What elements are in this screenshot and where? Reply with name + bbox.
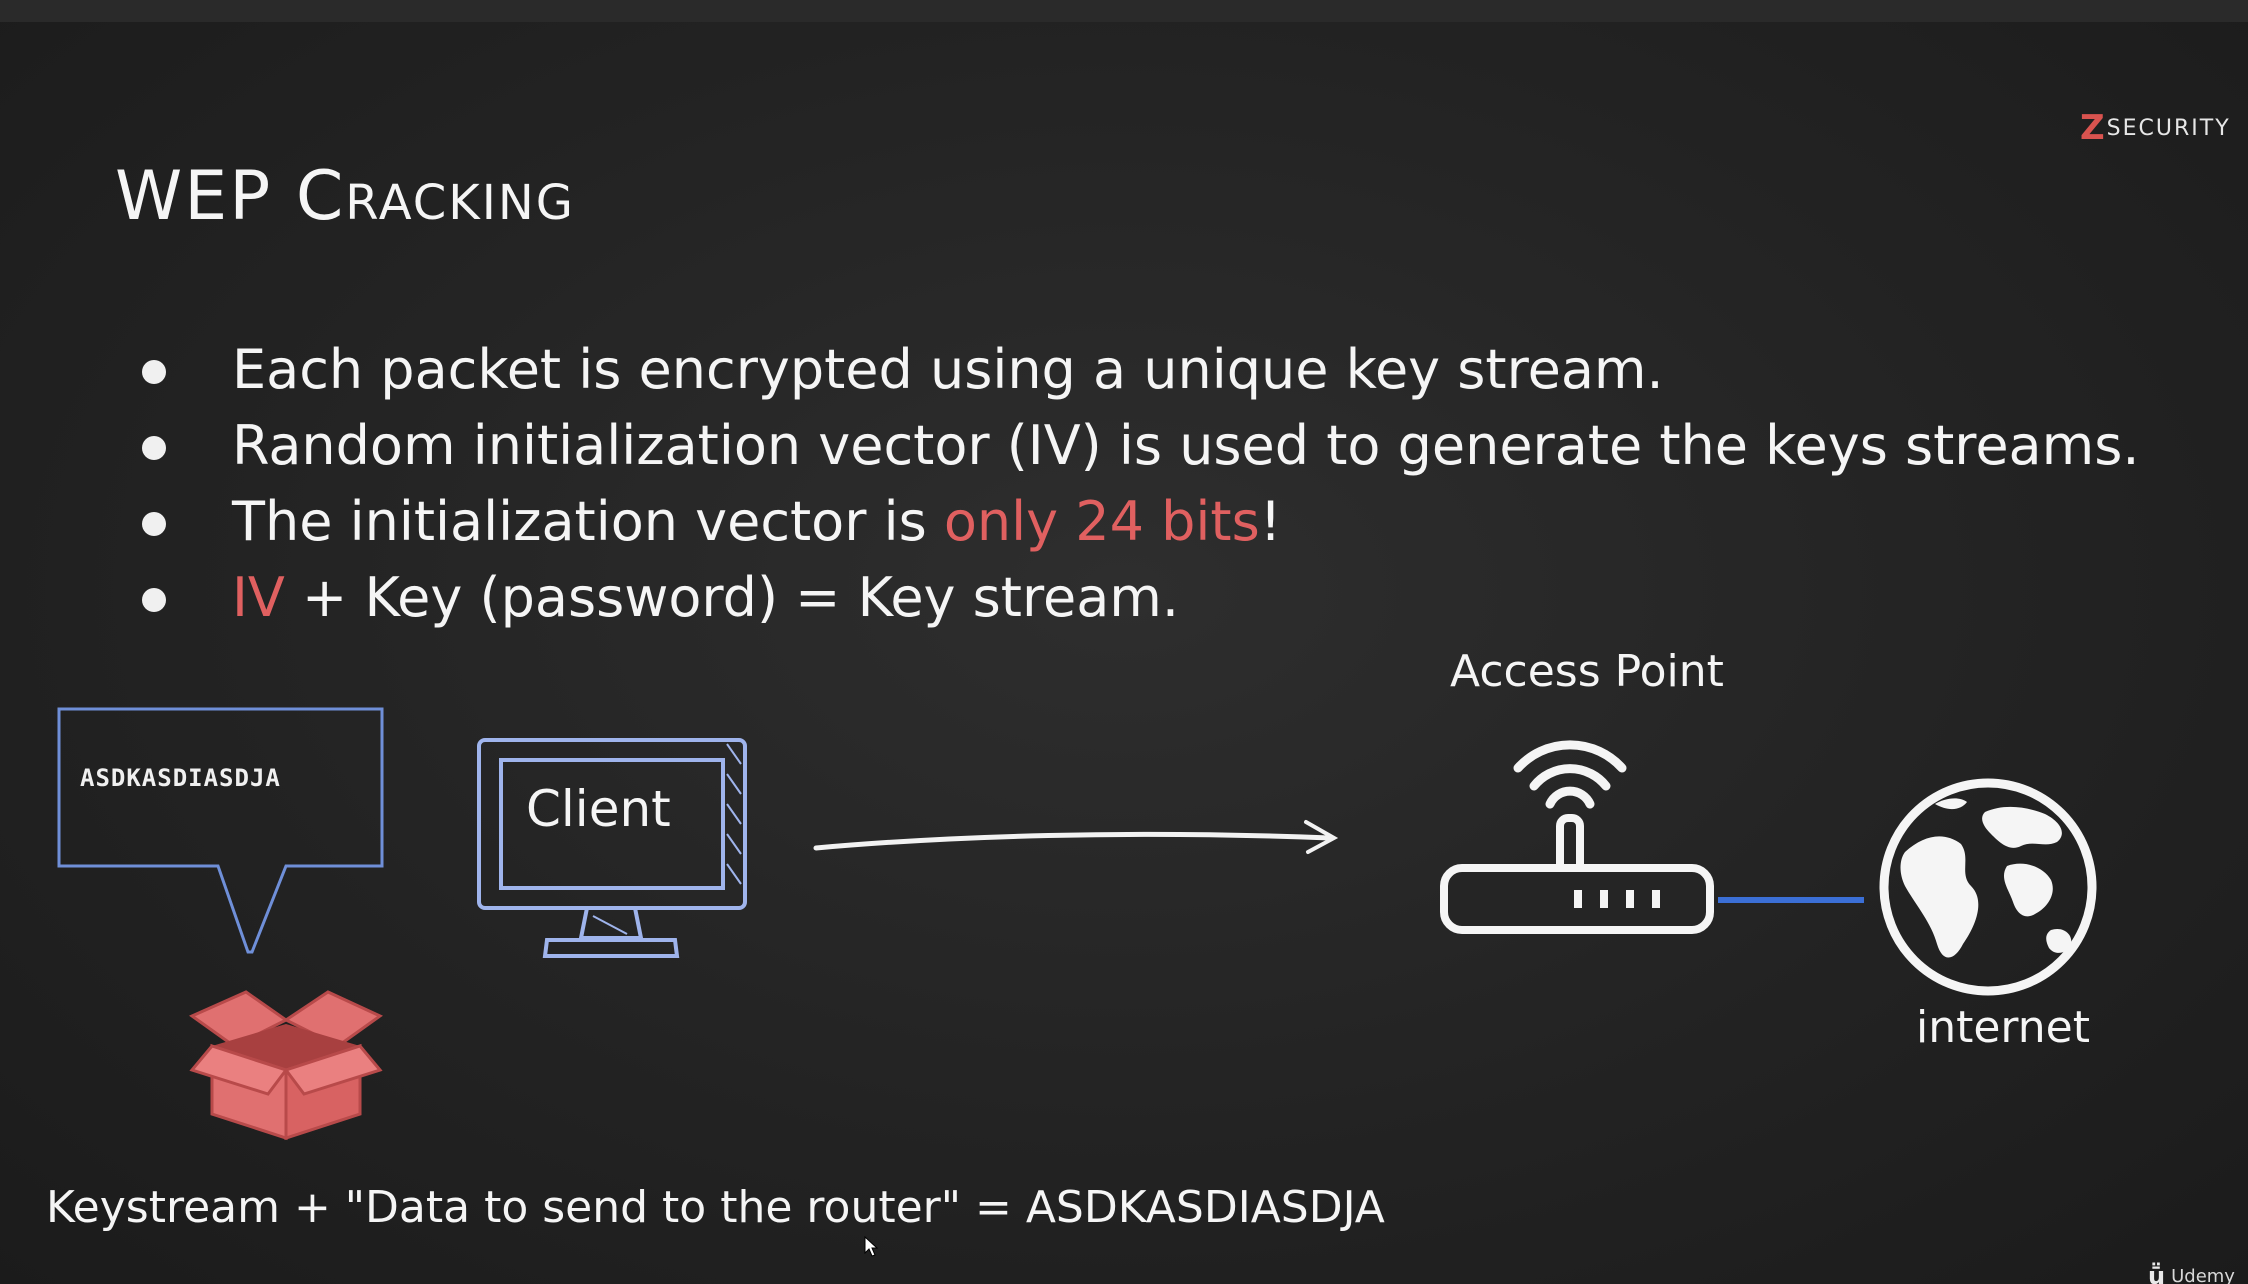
bullet-item: Random initialization vector (IV) is use… [140,408,2140,484]
bullet-text: Each packet is encrypted using a unique … [232,338,1664,401]
cursor-icon [864,1236,879,1257]
globe-icon [1879,778,2097,996]
udemy-logo-icon: ṻ [2148,1262,2166,1284]
slide-title: WEP Cracking [115,157,575,236]
udemy-watermark: ṻ Udemy [2148,1262,2235,1284]
bullet-text: The initialization vector is [232,490,944,553]
monitor-icon [477,738,747,958]
ciphertext-label: ASDKASDIASDJA [80,764,281,792]
bullet-dot [142,512,166,536]
client-label: Client [526,780,671,838]
bullet-item: The initialization vector is only 24 bit… [140,484,2140,560]
bullet-item: IV + Key (password) = Key stream. [140,560,2140,636]
bullet-list: Each packet is encrypted using a unique … [140,332,2140,636]
arrow-to-access-point [813,820,1339,854]
logo-text: SECURITY [2106,115,2231,141]
internet-label: internet [1916,1002,2090,1053]
window-top-bar [0,0,2248,22]
logo-mark: Z [2080,108,2105,148]
bullet-highlight: only 24 bits [943,490,1260,553]
access-point-label: Access Point [1450,646,1724,697]
udemy-watermark-text: Udemy [2171,1265,2235,1284]
bullet-highlight: IV [232,566,285,629]
bullet-dot [142,588,166,612]
bullet-dot [142,360,166,384]
bullet-text-end: + Key (password) = Key stream. [284,566,1180,629]
bullet-text-end: ! [1259,490,1282,553]
wifi-router-icon [1440,740,1714,934]
network-link-line [1718,897,1864,903]
bullet-dot [142,436,166,460]
speech-bubble [57,707,384,954]
keystream-formula: Keystream + "Data to send to the router"… [46,1182,1385,1233]
open-box-icon [188,990,383,1141]
slide: Z SECURITY WEP Cracking Each packet is e… [0,22,2248,1284]
bullet-text: Random initialization vector (IV) is use… [232,414,2140,477]
zsecurity-logo: Z SECURITY [2080,108,2231,148]
bullet-item: Each packet is encrypted using a unique … [140,332,2140,408]
